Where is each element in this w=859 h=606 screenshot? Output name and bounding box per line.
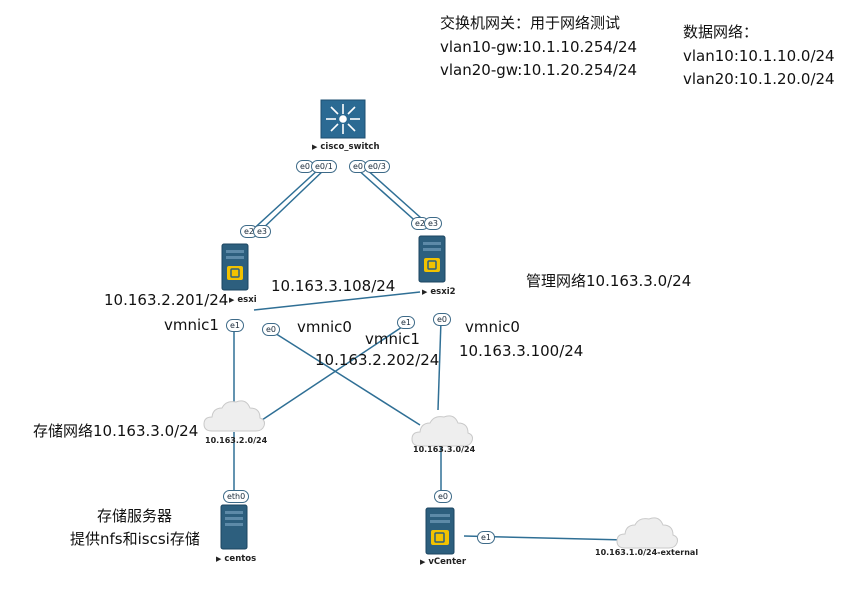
link-esxi2-mgmt-net[interactable] [437,319,442,411]
play-icon: ▶ [312,143,318,151]
esxi2-server-device[interactable] [418,235,446,283]
esxi2-storage-ip: 10.163.2.202/24 [315,351,440,369]
port-esxi2-e1[interactable]: e1 [397,316,416,329]
data-network-title: 数据网络： [683,23,759,41]
link-switch-esxi2-b[interactable] [364,167,431,227]
node-label-cisco-switch[interactable]: ▶cisco_switch [312,142,380,152]
esxi-mgmt-ip: 10.163.3.108/24 [271,277,396,295]
cloud-storage-net[interactable] [203,400,265,432]
vlan20-network: vlan20:10.1.20.0/24 [683,70,835,88]
vcenter-server-device[interactable] [425,507,455,555]
port-esxi2-e3[interactable]: e3 [424,217,443,230]
port-switch-e0-3[interactable]: e0/3 [364,160,390,173]
port-vcenter-e1[interactable]: e1 [477,531,496,544]
play-icon: ▶ [422,288,428,296]
vmware-icon [227,266,243,280]
node-label-esxi[interactable]: ▶esxi [229,295,257,305]
node-label-centos[interactable]: ▶centos [216,554,256,564]
vlan10-gateway: vlan10-gw:10.1.10.254/24 [440,38,638,56]
storage-server-desc: 提供nfs和iscsi存储 [70,530,200,548]
switch-icon [326,104,360,134]
esxi-storage-ip: 10.163.2.201/24 [104,291,229,309]
cloud-mgmt-net[interactable] [411,415,473,447]
port-esxi-e3[interactable]: e3 [253,225,272,238]
port-esxi-e1[interactable]: e1 [226,319,245,332]
vmware-icon [431,530,449,545]
node-name: centos [224,554,257,564]
link-switch-esxi-b[interactable] [256,167,327,235]
centos-server-device[interactable] [220,504,248,550]
esxi-vmnic0-label: vmnic0 [297,318,352,336]
cloud-label-storage-net: 10.163.2.0/24 [205,436,268,445]
link-esxi-mgmt-net[interactable] [269,329,421,426]
esxi2-vmnic1-label: vmnic1 [365,330,420,348]
mgmt-network-label: 管理网络10.163.3.0/24 [526,272,692,290]
node-label-esxi2[interactable]: ▶esxi2 [422,287,456,297]
cloud-icon [616,517,678,549]
node-name: esxi2 [430,287,456,297]
cloud-label-mgmt-net: 10.163.3.0/24 [413,445,476,454]
esxi-server-device[interactable] [221,243,249,291]
cisco-switch-device[interactable] [320,99,366,139]
link-esxi2-storage-net[interactable] [261,324,406,421]
port-vcenter-e0[interactable]: e0 [434,490,453,503]
link-switch-esxi-a[interactable] [247,167,321,235]
link-esxi-esxi2-mgmt[interactable] [253,291,421,311]
cloud-icon [203,400,265,432]
port-switch-e0-1[interactable]: e0/1 [311,160,337,173]
vmware-icon [424,258,440,272]
vlan10-network: vlan10:10.1.10.0/24 [683,47,835,65]
esxi2-vmnic0-label: vmnic0 [465,318,520,336]
cloud-external-net[interactable] [616,517,678,549]
node-name: vCenter [428,557,467,567]
esxi-vmnic1-label: vmnic1 [164,316,219,334]
esxi2-mgmt-ip: 10.163.3.100/24 [459,342,584,360]
node-label-vcenter[interactable]: ▶vCenter [420,557,466,567]
vlan20-gateway: vlan20-gw:10.1.20.254/24 [440,61,638,79]
link-switch-esxi2-a[interactable] [355,167,422,227]
port-esxi-e0[interactable]: e0 [262,323,281,336]
port-centos-eth0[interactable]: eth0 [223,490,250,503]
node-name: esxi [237,295,257,305]
cloud-icon [411,415,473,447]
play-icon: ▶ [420,558,426,566]
cloud-label-external-net: 10.163.1.0/24-external [595,548,699,557]
storage-server-title: 存储服务器 [97,507,173,525]
play-icon: ▶ [216,555,222,563]
port-esxi2-e0[interactable]: e0 [433,313,452,326]
node-name: cisco_switch [320,142,380,152]
switch-gateway-title: 交换机网关：用于网络测试 [440,14,621,32]
play-icon: ▶ [229,296,235,304]
storage-network-label: 存储网络10.163.3.0/24 [33,422,199,440]
